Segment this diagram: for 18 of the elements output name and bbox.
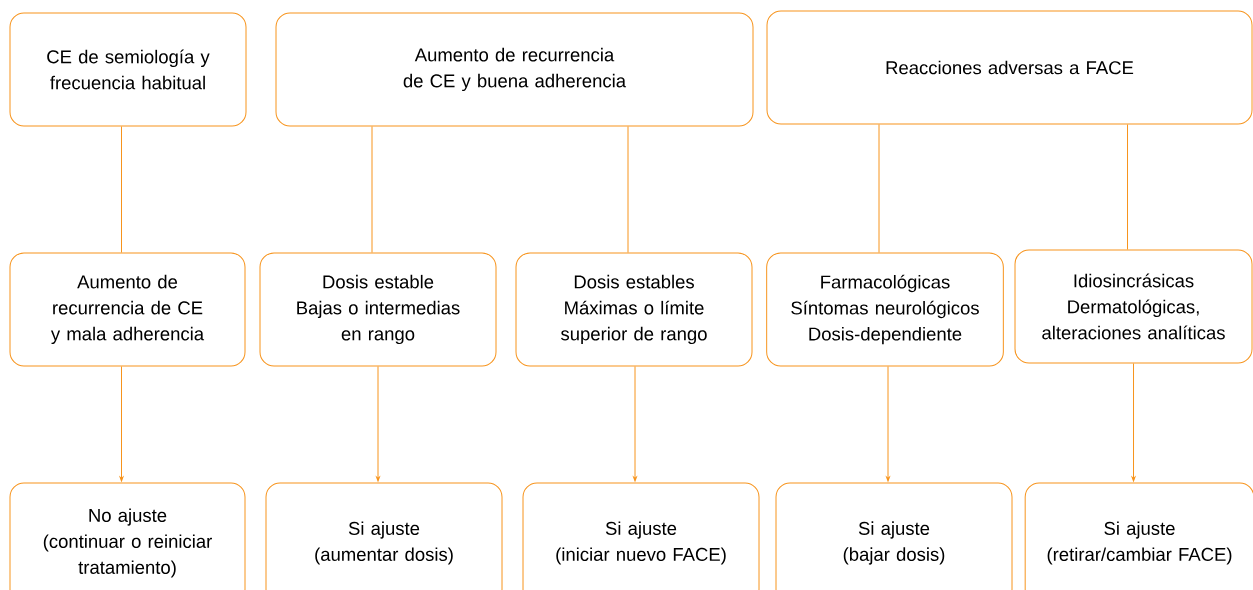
connector-arrow <box>376 366 380 482</box>
connector-arrow <box>886 366 890 482</box>
process-box: CE de semiología y frecuencia habitual <box>9 12 247 127</box>
process-box: Dosis estables Máximas o límite superior de rango <box>515 252 753 367</box>
process-box: Si ajuste (iniciar nuevo FACE) <box>522 482 760 590</box>
process-box: Idiosincrásicas Dermatológicas, alteraciones analíticas <box>1014 249 1253 364</box>
process-box: No ajuste (continuar o reiniciar tratamiento) <box>9 482 246 590</box>
connector-arrow <box>633 366 637 482</box>
process-box: Dosis estable Bajas o intermedias en rango <box>259 252 497 367</box>
process-box: Si ajuste (aumentar dosis) <box>265 482 503 590</box>
process-box: Si ajuste (bajar dosis) <box>775 482 1013 590</box>
process-box: Si ajuste (retirar/cambiar FACE) <box>1024 482 1253 590</box>
process-box: Farmacológicas Síntomas neurológicos Dosis-dependiente <box>766 252 1004 367</box>
process-box: Reacciones adversas a FACE <box>766 10 1253 125</box>
connector-arrow <box>1131 363 1136 482</box>
process-box: Aumento de recurrencia de CE y buena adherencia <box>275 12 754 127</box>
process-box: Aumento de recurrencia de CE y mala adherencia <box>9 252 246 367</box>
connector-arrow <box>119 366 124 482</box>
